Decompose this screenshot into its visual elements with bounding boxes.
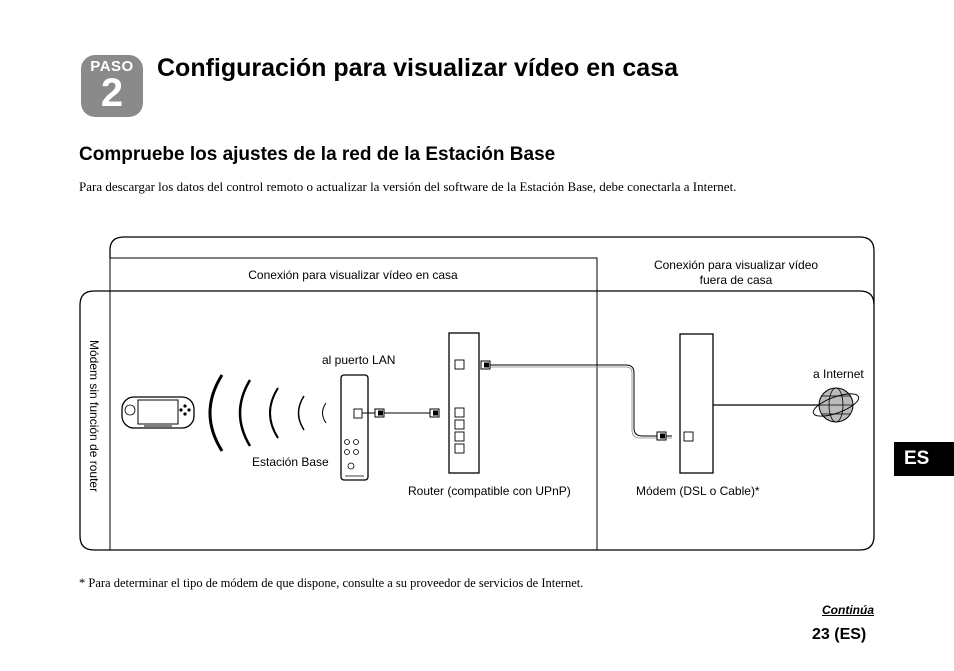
modem-label: Módem (DSL o Cable)*: [636, 484, 760, 498]
step-badge: PASO 2: [81, 55, 143, 117]
footnote: * Para determinar el tipo de módem de qu…: [79, 576, 584, 590]
wireless-signal-icon: [208, 374, 327, 452]
page-title: Configuración para visualizar vídeo en c…: [157, 54, 679, 82]
diagram-outer-frame: [109, 236, 875, 304]
step-label: PASO: [90, 58, 134, 75]
section-title: Compruebe los ajustes de la red de la Es…: [79, 144, 556, 165]
lan-port-label: al puerto LAN: [322, 353, 395, 367]
zone-home-label: Conexión para visualizar vídeo en casa: [248, 268, 458, 282]
step-number: 2: [100, 71, 124, 115]
modem-icon: [679, 333, 714, 474]
psp-device-icon: [121, 396, 195, 429]
intro-paragraph: Para descargar los datos del control rem…: [79, 179, 737, 194]
language-tab: ES: [894, 442, 954, 476]
page-number: 23 (ES): [812, 626, 867, 643]
side-label: Módem sin función de router: [87, 340, 101, 492]
globe-icon: [812, 387, 860, 423]
continued-label: Continúa: [822, 603, 874, 617]
zone-away-label-line1: Conexión para visualizar vídeo: [654, 258, 818, 272]
base-station-icon: [340, 374, 369, 481]
home-zone-box: [109, 257, 598, 551]
internet-label: a Internet: [813, 367, 864, 381]
base-station-label: Estación Base: [252, 455, 329, 469]
router-label: Router (compatible con UPnP): [408, 484, 571, 498]
zone-away-label-line2: fuera de casa: [700, 273, 773, 287]
cable-base-to-router: [362, 408, 440, 418]
cable-router-to-modem: [480, 360, 672, 441]
router-icon: [448, 332, 480, 474]
